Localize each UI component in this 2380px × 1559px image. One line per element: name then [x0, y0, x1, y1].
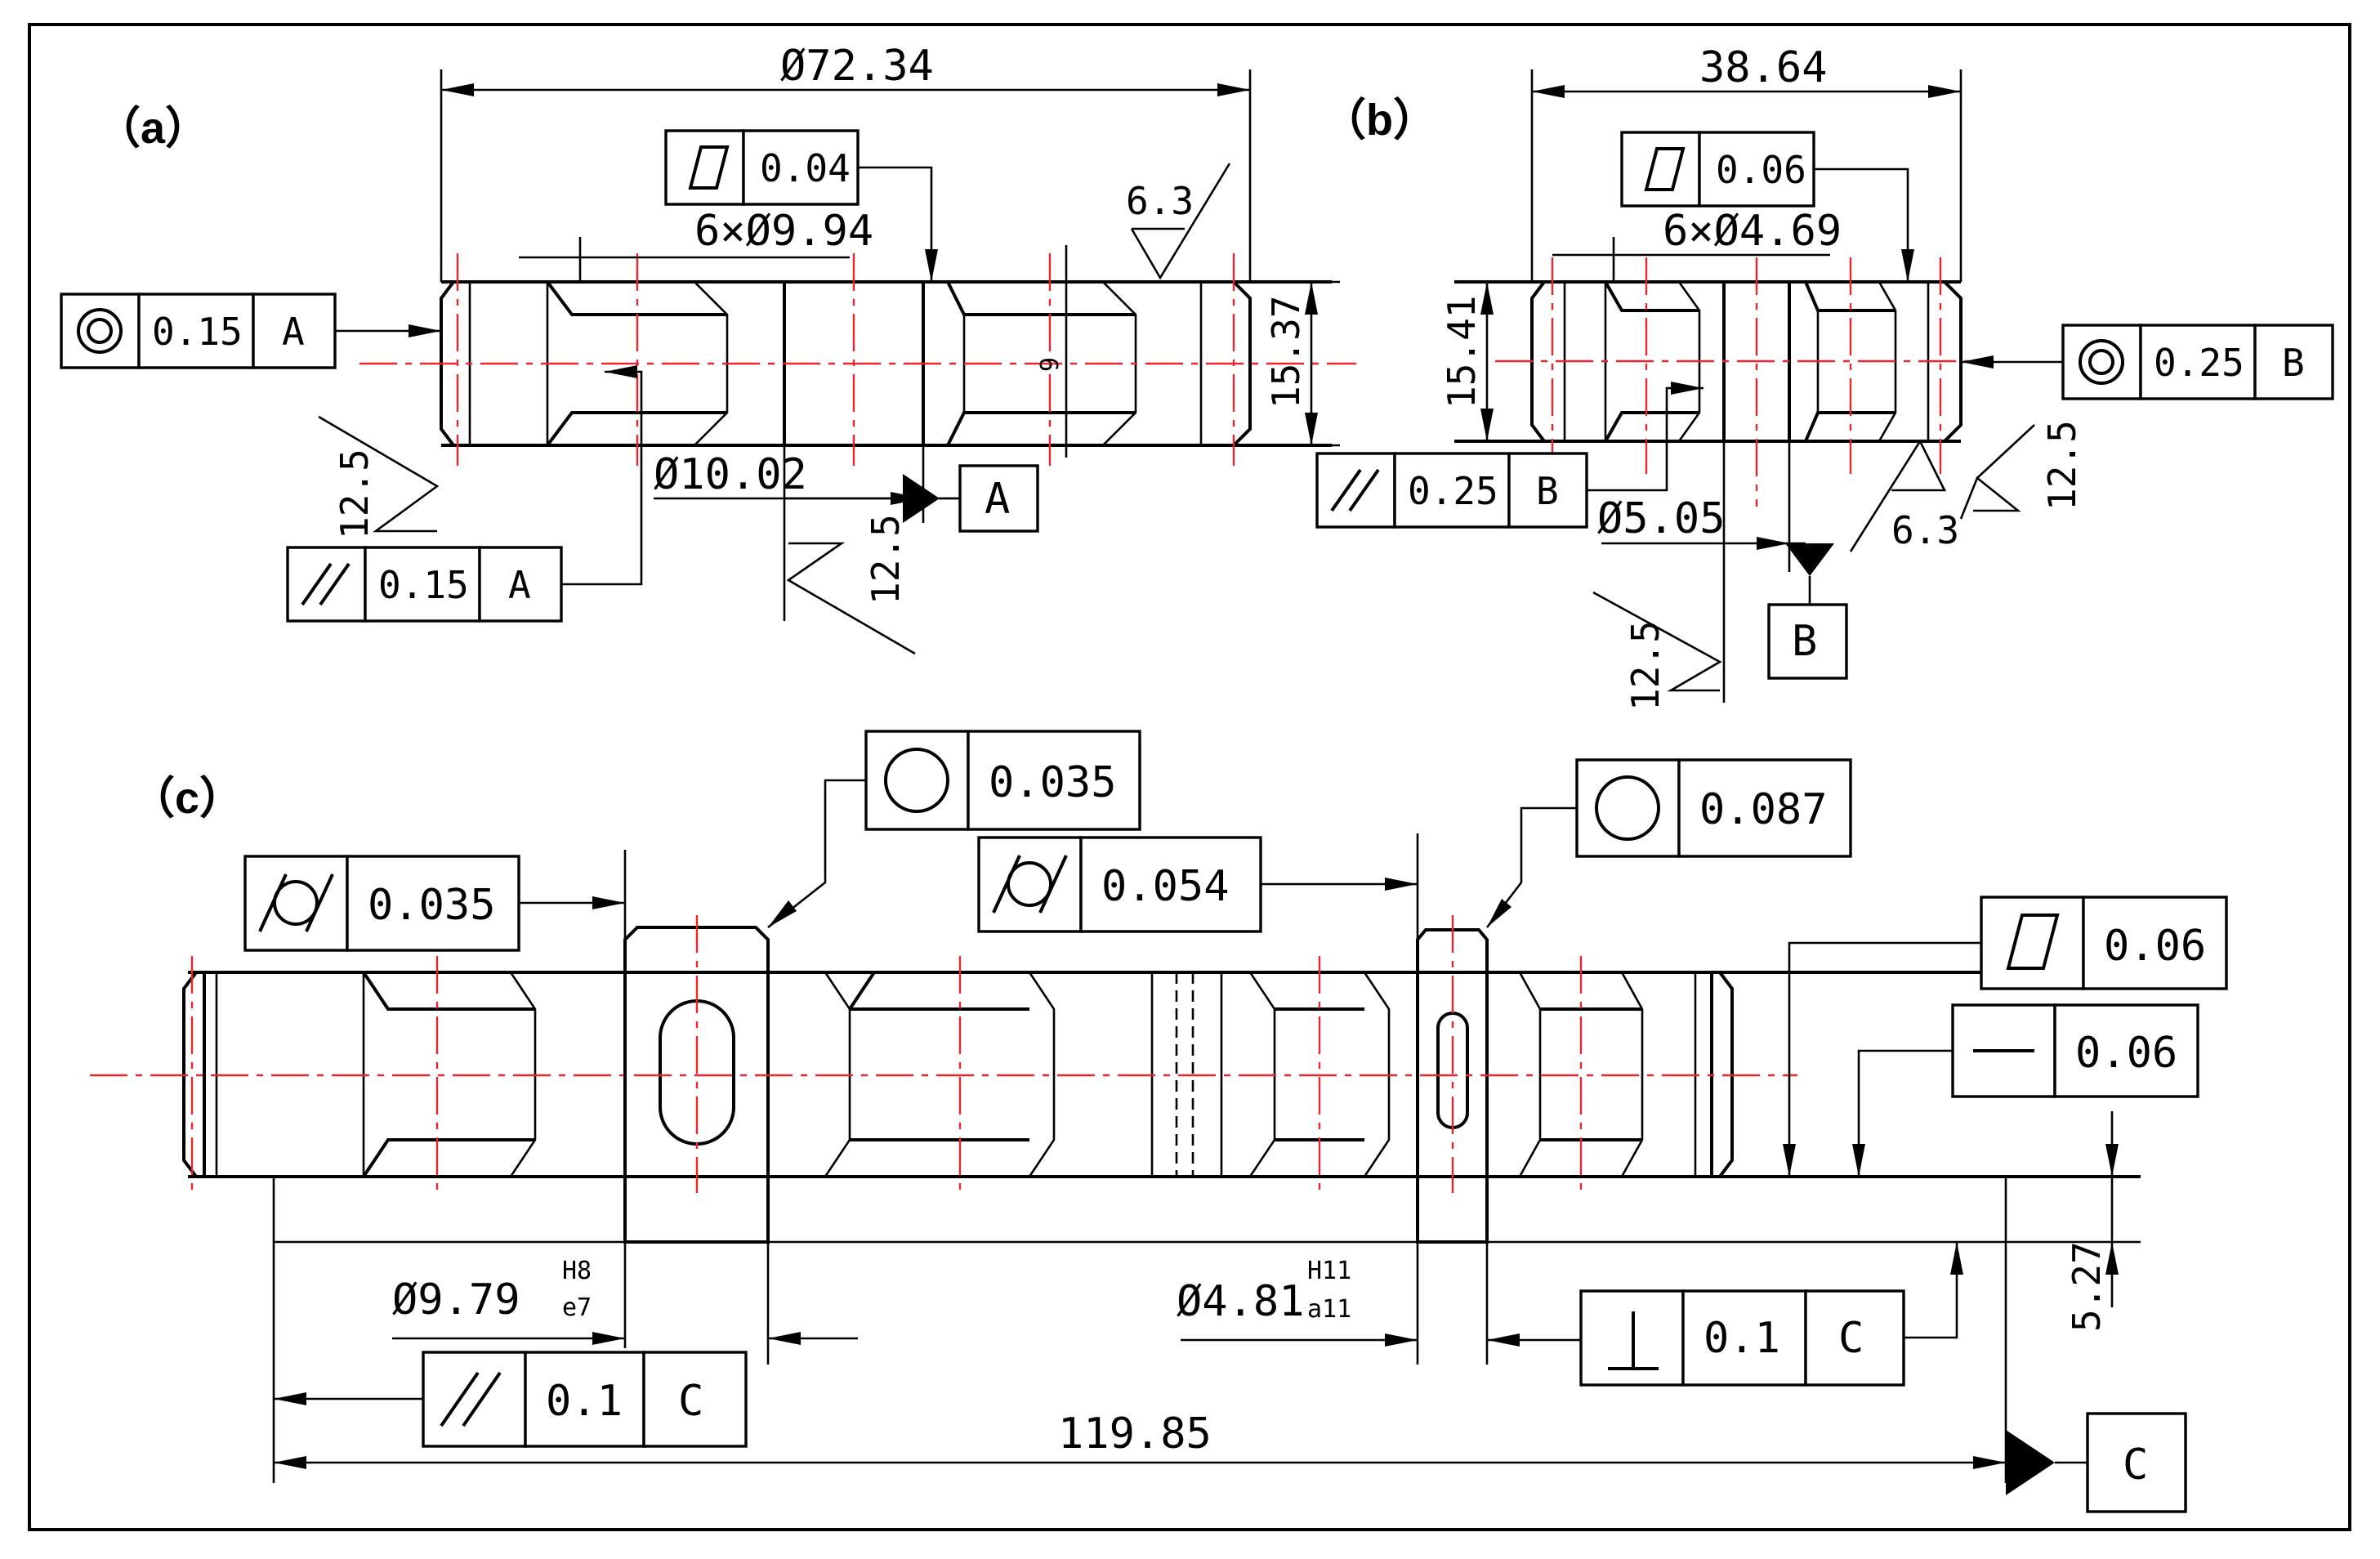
dim-c-shaft1: Ø9.79: [392, 1275, 520, 1324]
fcf-c-flatness: 0.06: [1783, 896, 2228, 1177]
concentricity-icon: [77, 308, 123, 354]
svg-text:A: A: [282, 310, 305, 354]
dim-c-shaft2-lower: a11: [1307, 1295, 1351, 1324]
fcf-a-concentricity: 0.15 A: [60, 293, 441, 369]
roughness-a-bottom: 12.5: [864, 514, 908, 605]
roundness-icon: [884, 748, 949, 813]
svg-text:0.25: 0.25: [1408, 469, 1498, 513]
flatness-icon: [1644, 147, 1686, 191]
panel-a: （a） Ø72.34 6×Ø9.94: [60, 42, 1356, 655]
dim-b-holes: 6×Ø4.69: [1663, 207, 1842, 256]
svg-text:C: C: [678, 1377, 703, 1426]
flatness-icon: [2006, 914, 2060, 970]
parallelism-icon: [301, 562, 333, 606]
fcf-c-roundness-1: 0.035: [767, 730, 1141, 929]
svg-text:A: A: [508, 563, 531, 607]
fcf-c-straightness: 0.06: [1852, 1003, 2199, 1177]
fcf-c-cylindricity-2: 0.054: [977, 836, 1418, 933]
fcf-a-flatness: 0.04: [664, 129, 938, 282]
svg-text:0.25: 0.25: [2154, 341, 2244, 385]
dim-b-overall: 38.64: [1699, 43, 1828, 92]
dim-c-shaft2: Ø4.81: [1177, 1277, 1305, 1326]
panel-a-label: （a）: [96, 104, 209, 153]
panel-b: （b） 38.64 6×Ø4.69: [1315, 43, 2334, 711]
parallelism-icon: [1330, 468, 1362, 512]
part-c-section: [1027, 971, 1154, 1178]
roughness-a-left: 12.5: [333, 449, 377, 539]
fcf-b-flatness: 0.06: [1620, 131, 1914, 282]
drawing-frame: [28, 23, 2351, 1531]
svg-text:B: B: [1792, 617, 1817, 666]
svg-text:0.087: 0.087: [1699, 785, 1828, 834]
panel-c: （c）: [90, 730, 2228, 1513]
svg-text:0.06: 0.06: [1716, 148, 1806, 192]
dim-c-offset: 5.27: [2065, 1241, 2109, 1332]
svg-text:B: B: [2282, 341, 2305, 385]
svg-text:0.054: 0.054: [1101, 862, 1230, 911]
concentricity-icon: [2079, 339, 2124, 385]
dim-b-bore: Ø5.05: [1597, 494, 1726, 543]
flatness-icon: [688, 145, 730, 190]
svg-text:C: C: [2123, 1441, 2148, 1490]
datum-c-box: [2086, 1412, 2187, 1513]
dim-c-length: 119.85: [1058, 1409, 1212, 1458]
svg-text:0.06: 0.06: [2075, 1029, 2177, 1078]
dim-c-shaft2-upper: H11: [1307, 1257, 1351, 1285]
dim-c-shaft1-upper: H8: [562, 1257, 592, 1285]
parallelism-icon: [440, 1371, 480, 1427]
panel-b-label: （b）: [1322, 96, 1437, 145]
svg-text:C: C: [1838, 1314, 1864, 1363]
dim-a-center: 9: [1036, 357, 1065, 372]
svg-text:B: B: [1536, 469, 1559, 513]
fcf-c-perpendicularity: 0.1 C: [1579, 1242, 1963, 1387]
datum-c-triangle: [2006, 1430, 2055, 1495]
panel-c-label: （c）: [131, 774, 243, 823]
svg-text:0.035: 0.035: [368, 881, 496, 930]
datum-a-box: [958, 464, 1039, 533]
svg-text:0.15: 0.15: [152, 310, 243, 354]
datum-b-triangle: [1785, 543, 1834, 576]
dim-a-bore: Ø10.02: [654, 450, 807, 499]
roughness-b-low: 6.3: [1891, 508, 1959, 552]
roundness-icon: [1595, 775, 1660, 841]
dim-a-holes: 6×Ø9.94: [694, 207, 873, 256]
fcf-a-parallelism: 0.15 A: [286, 365, 643, 623]
roughness-b-bottom: 12.5: [1623, 620, 1668, 711]
svg-text:0.04: 0.04: [760, 146, 851, 190]
datum-b-box: [1767, 603, 1848, 680]
svg-text:A: A: [985, 475, 1010, 524]
fcf-b-concentricity: 0.25 B: [1961, 324, 2334, 400]
svg-text:0.035: 0.035: [989, 758, 1117, 807]
dim-a-overall: Ø72.34: [780, 42, 934, 91]
fcf-b-parallelism: 0.25 B: [1315, 382, 1704, 529]
dim-a-thickness: 15.37: [1264, 296, 1308, 409]
datum-a-triangle: [903, 474, 940, 523]
fcf-c-roundness-2: 0.087: [1485, 758, 1852, 928]
fcf-c-parallelism: 0.1 C: [274, 1351, 748, 1448]
fcf-c-cylindricity-1: 0.035: [243, 855, 625, 952]
roughness-a-top: 6.3: [1126, 179, 1194, 223]
svg-text:0.15: 0.15: [378, 563, 469, 607]
dim-c-shaft1-lower: e7: [562, 1293, 592, 1322]
svg-text:0.1: 0.1: [1704, 1314, 1780, 1363]
svg-text:0.1: 0.1: [546, 1377, 623, 1426]
roughness-b-right: 12.5: [2040, 420, 2084, 511]
svg-text:0.06: 0.06: [2104, 922, 2206, 971]
dim-b-thickness: 15.41: [1440, 296, 1484, 409]
